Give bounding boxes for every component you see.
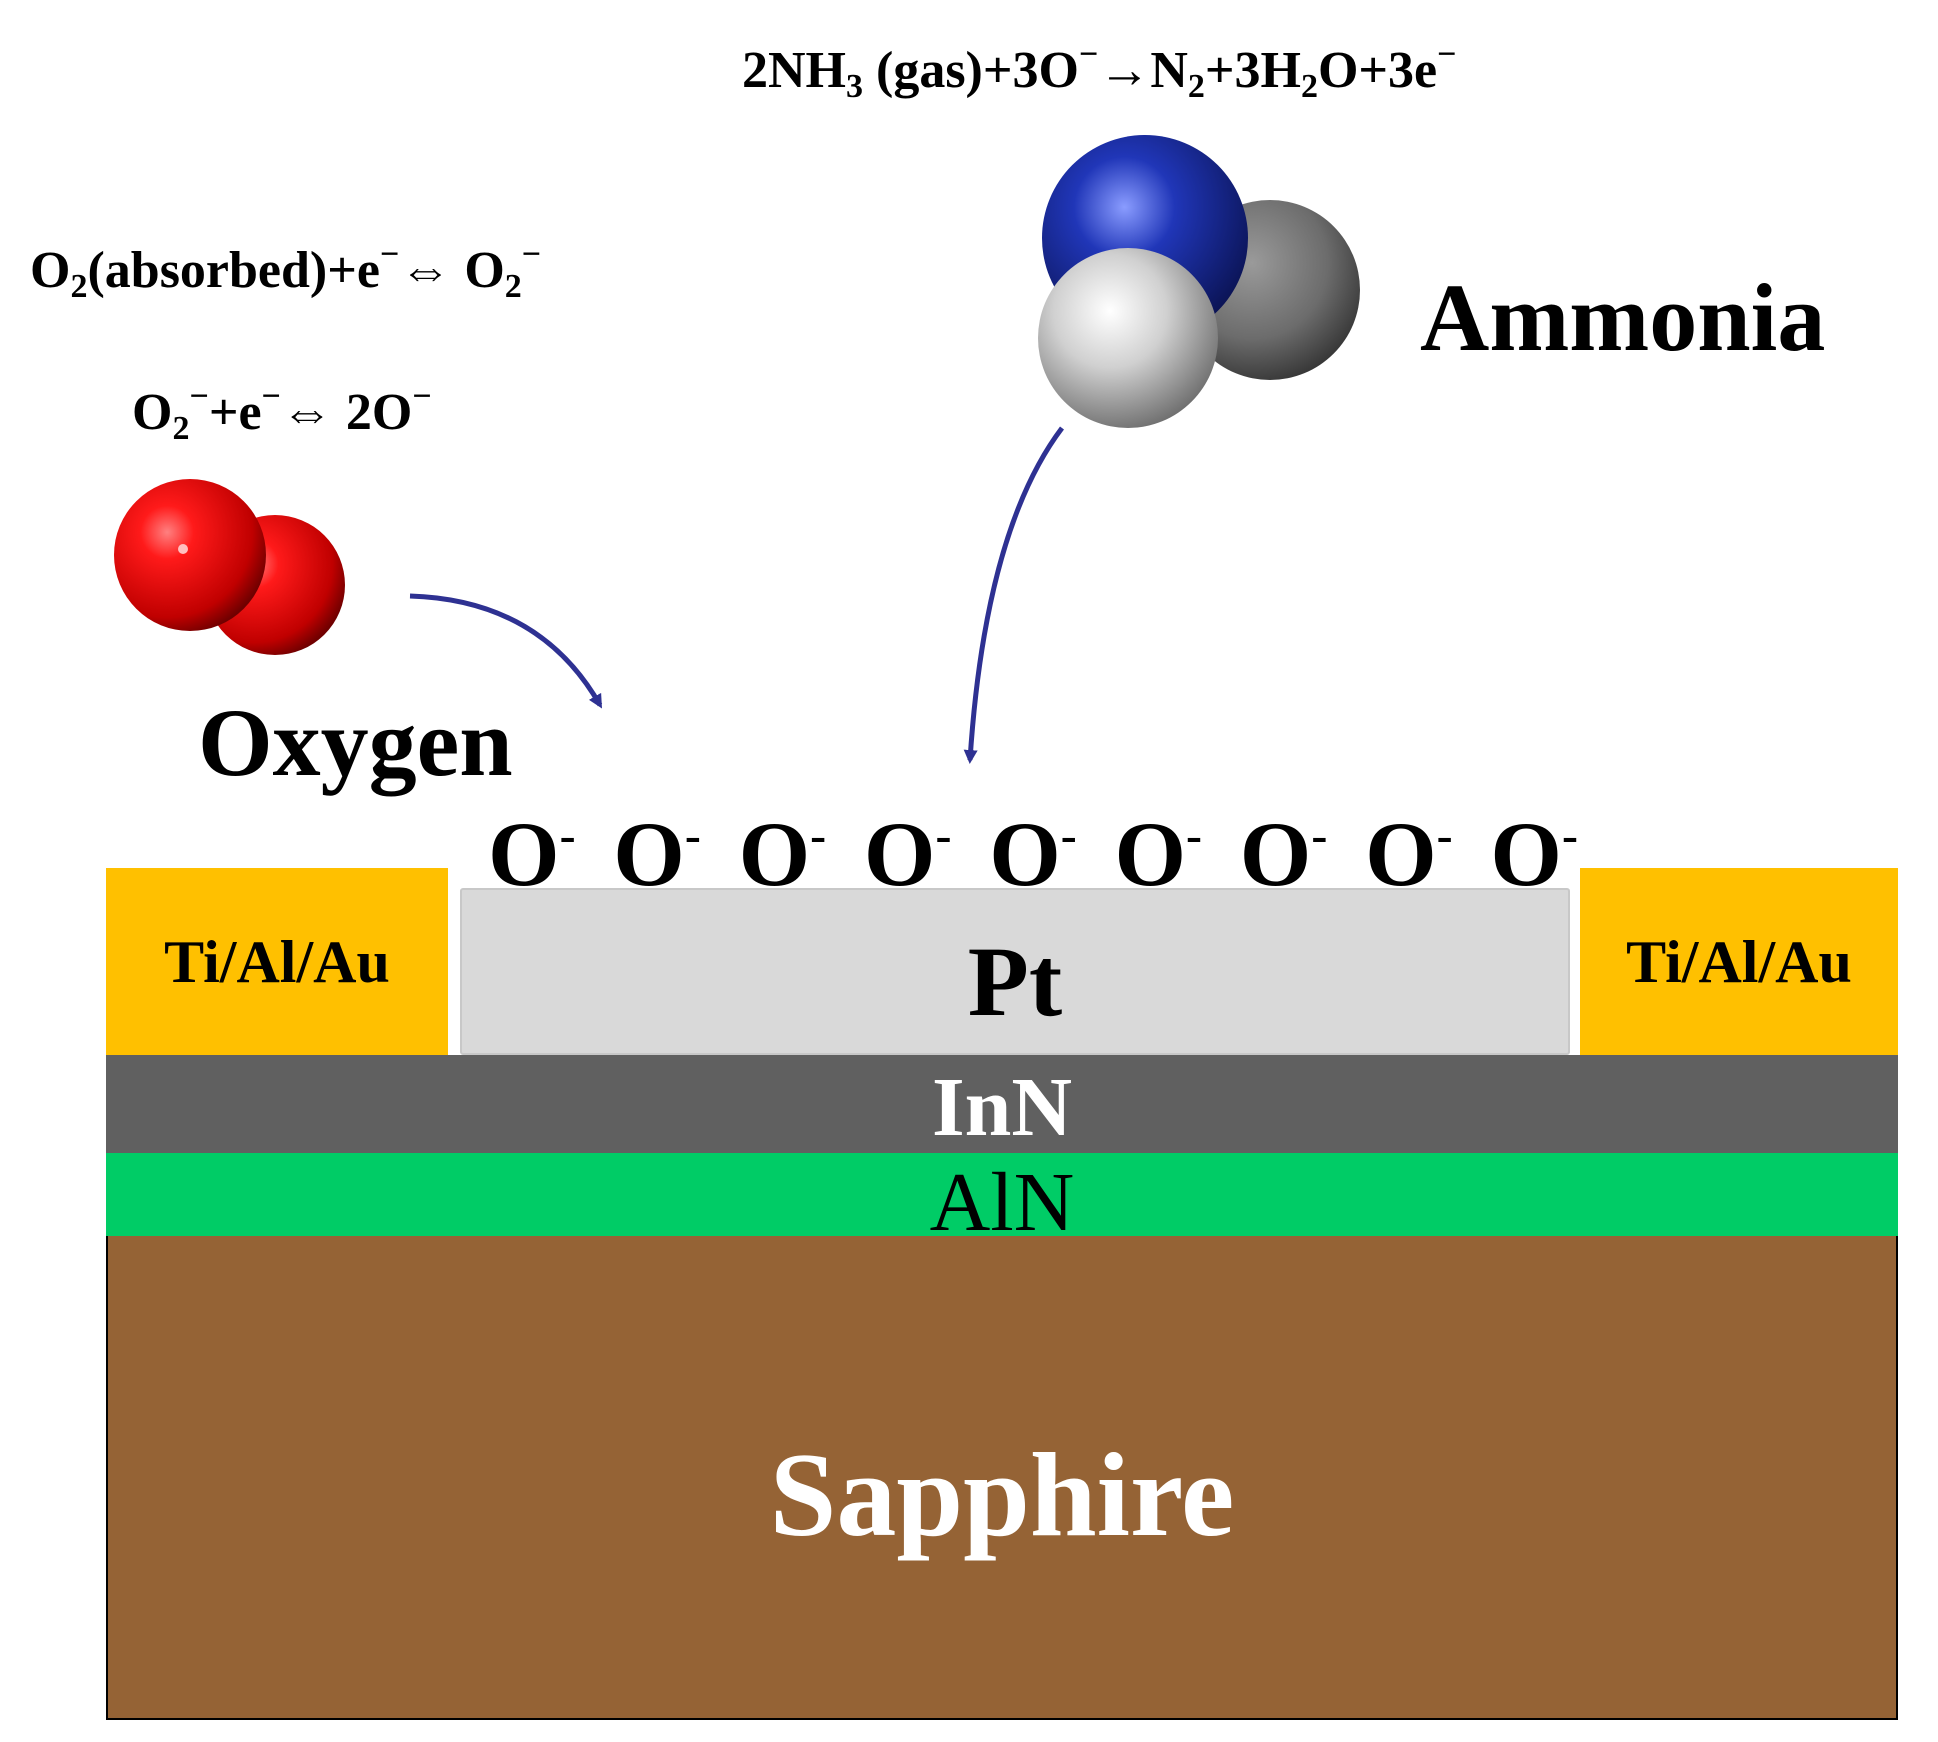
aln-buffer-layer: AlN: [106, 1150, 1898, 1245]
surface-oxygen-ion: O-: [1239, 803, 1328, 905]
surface-oxygen-ion: O-: [738, 803, 827, 905]
right-contact: Ti/Al/Au: [1580, 868, 1898, 1055]
sapphire-label: Sapphire: [769, 1428, 1235, 1561]
oxygen-molecule-icon: [114, 479, 345, 655]
oxygen-ionization-equation: O2−+e−⇔ 2O−: [132, 378, 432, 447]
surface-oxygen-ion: O-: [488, 803, 576, 905]
inn-channel-layer: InN: [106, 1055, 1898, 1153]
surface-oxygen-ions: O-O-O-O-O-O-O-O-O-: [488, 800, 1578, 900]
right-contact-label: Ti/Al/Au: [1626, 928, 1852, 995]
oxygen-adsorption-equation: O2(absorbed)+e−⇔ O2−: [30, 236, 542, 305]
surface-oxygen-ion: O-: [1365, 803, 1453, 905]
oxygen-arrow: [409, 593, 603, 709]
sapphire-substrate: Sapphire: [106, 1230, 1898, 1720]
ammonia-molecule-icon: [1038, 135, 1360, 428]
aln-label: AlN: [929, 1156, 1075, 1249]
ammonia-reaction-equation: 2NH3 (gas)+3O−→N2+3H2O+3e−: [742, 36, 1457, 105]
surface-oxygen-ion: O-: [1114, 803, 1203, 905]
surface-oxygen-ion: O-: [989, 803, 1077, 905]
pt-label: Pt: [967, 925, 1063, 1037]
surface-oxygen-ion: O-: [613, 803, 701, 905]
pt-gate-layer: Pt: [460, 888, 1570, 1055]
inn-label: InN: [931, 1061, 1073, 1154]
ammonia-label: Ammonia: [1420, 264, 1826, 371]
oxygen-label: Oxygen: [198, 689, 513, 796]
surface-oxygen-ion: O-: [1490, 803, 1578, 905]
ammonia-arrow: [963, 426, 1064, 764]
left-contact: Ti/Al/Au: [106, 868, 448, 1055]
left-contact-label: Ti/Al/Au: [164, 928, 390, 995]
surface-oxygen-ion: O-: [863, 803, 952, 905]
